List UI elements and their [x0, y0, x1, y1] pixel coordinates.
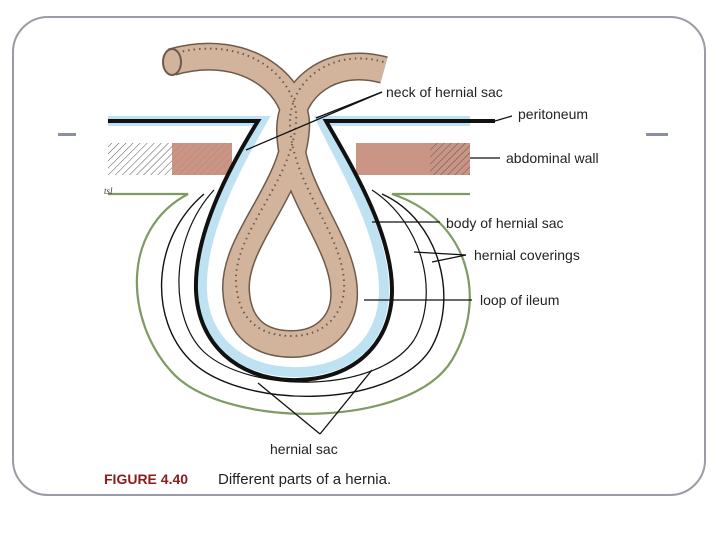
covering-line-2 [178, 189, 427, 383]
right-dash [646, 133, 668, 136]
outer-covering-green [108, 192, 471, 415]
label-hernial-coverings: hernial coverings [474, 247, 580, 263]
abdominal-wall-right [356, 143, 470, 175]
leader-lines [245, 91, 513, 435]
abdominal-wall-left [108, 143, 232, 175]
label-neck: neck of hernial sac [386, 84, 503, 100]
label-body-of-sac: body of hernial sac [446, 215, 564, 231]
label-peritoneum: peritoneum [518, 106, 588, 122]
artist-signature: tsl [104, 186, 113, 196]
label-hernial-sac: hernial sac [270, 441, 338, 457]
label-abdominal-wall: abdominal wall [506, 150, 599, 166]
left-dash [58, 133, 76, 136]
figure-number: FIGURE 4.40 [104, 471, 188, 487]
label-loop-of-ileum: loop of ileum [480, 292, 559, 308]
slide-frame [12, 16, 706, 496]
covering-line-1 [160, 193, 445, 397]
figure-caption: Different parts of a hernia. [218, 471, 391, 488]
ileum-open-end [162, 48, 182, 76]
peritoneum-blue [108, 116, 470, 378]
